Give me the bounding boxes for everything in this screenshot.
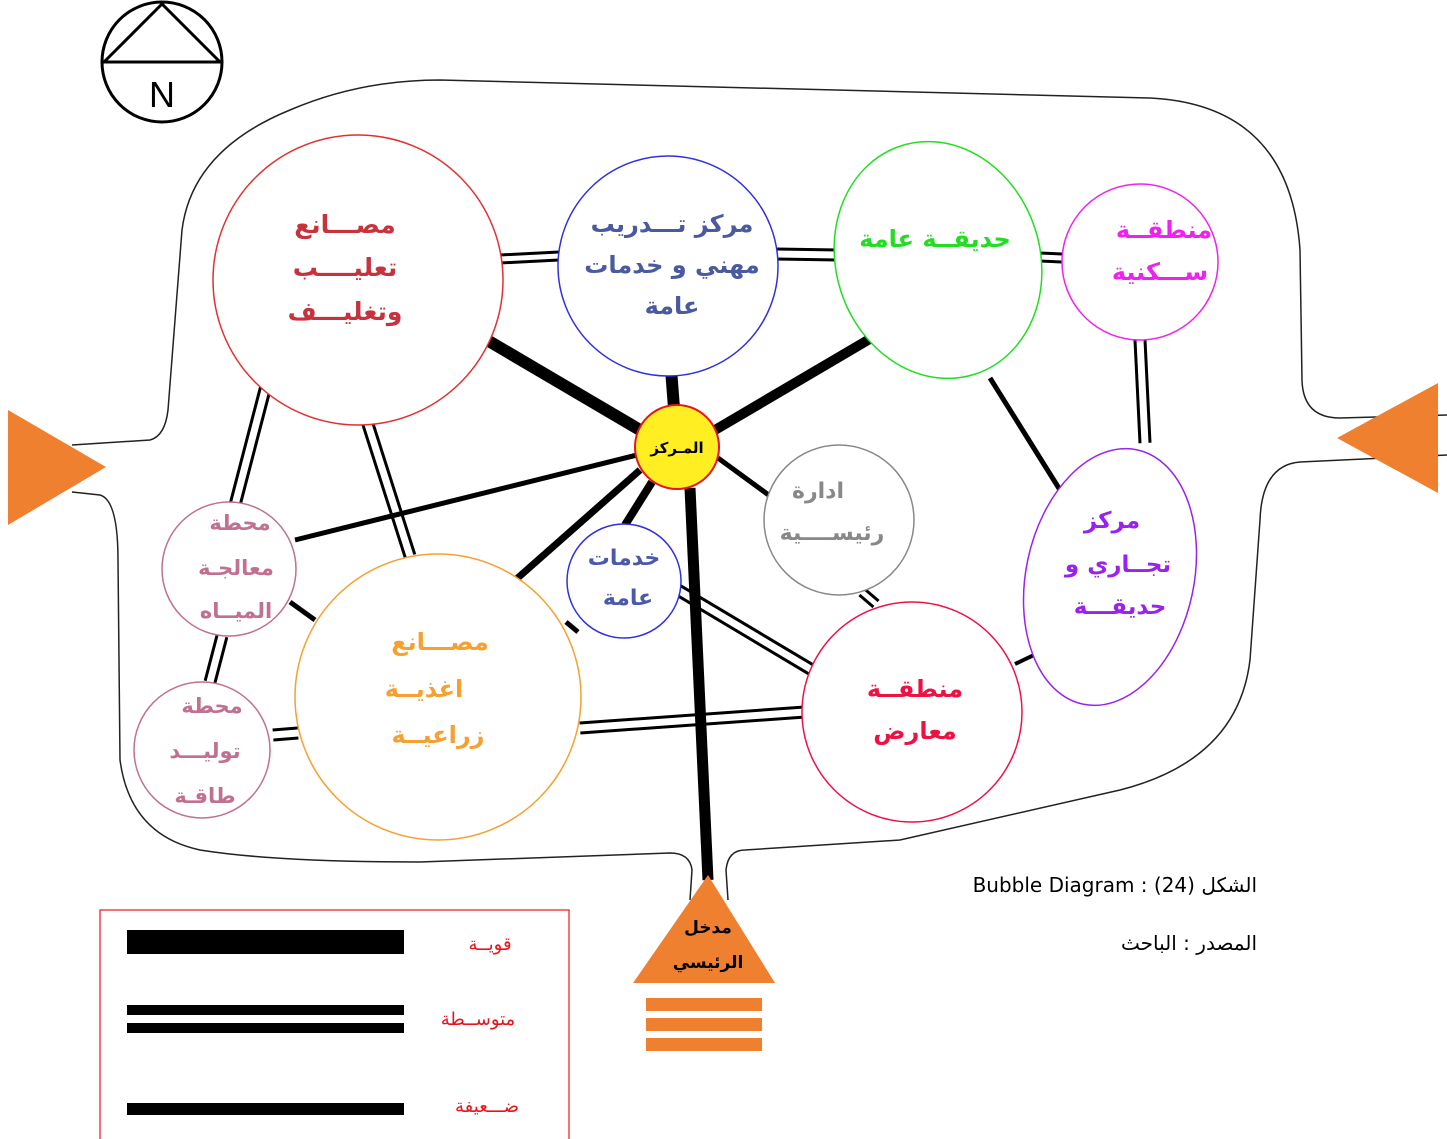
link-packaging-water-plant bbox=[228, 376, 265, 505]
link-food-services bbox=[564, 620, 580, 634]
link-power-food bbox=[272, 726, 298, 732]
node-public-park: حديقــة عامة bbox=[833, 140, 1043, 380]
training-line1: مركز تـــدريب bbox=[591, 210, 754, 238]
link-residential-commercial bbox=[1133, 340, 1142, 444]
power-plant-line3: طاقـة bbox=[174, 784, 235, 808]
link-training-park bbox=[776, 247, 839, 252]
link-packaging-training bbox=[499, 250, 559, 257]
training-line3: عامة bbox=[645, 292, 700, 320]
link-services-exhibitions bbox=[674, 593, 811, 676]
node-administration: ادارة رئيســــية bbox=[763, 444, 915, 596]
packaging-line1: مصـــانع bbox=[294, 210, 396, 240]
legend-strong-label: قويــة bbox=[468, 934, 511, 955]
main-entrance: مدخل الرئيسي bbox=[633, 875, 775, 1051]
public-services-line2: عامة bbox=[603, 586, 653, 611]
public-services-line1: خدمات bbox=[588, 546, 661, 571]
food-factory-line2: اغذيــة bbox=[385, 675, 463, 703]
water-plant-line3: الميــاه bbox=[200, 599, 272, 623]
link-center-food-factory bbox=[509, 467, 643, 586]
food-factory-line1: مصـــانع bbox=[391, 628, 489, 656]
entrance-label-line1: مدخل bbox=[684, 918, 732, 938]
packaging-line3: وتغليـــف bbox=[288, 297, 403, 327]
commercial-line1: مركز bbox=[1083, 508, 1140, 534]
node-power-plant: محطة توليـــد طاقـة bbox=[133, 681, 271, 819]
link-admin-exhibitions bbox=[863, 587, 880, 603]
link-center-public-services bbox=[621, 479, 656, 528]
link-center-packaging bbox=[483, 334, 644, 436]
water-plant-line1: محطة bbox=[209, 511, 270, 535]
node-water-plant: محطة معالجـة الميــاه bbox=[161, 501, 297, 637]
connections bbox=[203, 247, 1152, 881]
exhibitions-line2: معارض bbox=[873, 717, 957, 745]
training-line2: مهني و خدمات bbox=[584, 251, 760, 279]
residential-line2: ســـكنية bbox=[1112, 258, 1208, 286]
legend: قويــة متوســطة ضـــعيفة bbox=[99, 909, 570, 1139]
link-center-water-plant bbox=[294, 452, 638, 543]
link-food-exhibitions bbox=[580, 715, 806, 735]
node-public-services: خدمات عامة bbox=[566, 523, 682, 639]
power-plant-line1: محطة bbox=[181, 694, 242, 718]
link-water-power bbox=[203, 634, 219, 682]
link-water-food bbox=[288, 599, 317, 623]
link-training-park bbox=[775, 257, 838, 262]
link-center-administration bbox=[716, 455, 772, 499]
node-center: المـركز bbox=[634, 404, 720, 490]
link-park-residential bbox=[1039, 259, 1062, 264]
node-commercial: مركز تجــاري و حديقـــة bbox=[1022, 447, 1198, 707]
residential-line1: منطقــة bbox=[1116, 216, 1212, 244]
link-residential-commercial bbox=[1143, 339, 1152, 443]
commercial-line3: حديقـــة bbox=[1074, 594, 1167, 620]
exhibitions-line1: منطقــة bbox=[867, 675, 963, 703]
link-center-entrance bbox=[684, 487, 714, 881]
link-packaging-food-factory bbox=[369, 416, 417, 555]
node-training: مركز تـــدريب مهني و خدمات عامة bbox=[557, 155, 779, 377]
site-boundary bbox=[71, 79, 1447, 901]
node-exhibitions: منطقــة معارض bbox=[801, 601, 1023, 823]
link-exhibitions-commercial bbox=[1014, 653, 1035, 666]
food-factory-line3: زراعيــة bbox=[391, 721, 484, 749]
packaging-line2: تعليــــب bbox=[293, 253, 398, 282]
figure-caption: الشكل (24) : Bubble Diagram bbox=[972, 873, 1257, 897]
north-compass: N bbox=[100, 0, 224, 124]
node-packaging: مصـــانع تعليــــب وتغليـــف bbox=[212, 134, 504, 426]
link-power-food bbox=[273, 736, 299, 742]
link-packaging-food-factory bbox=[359, 419, 407, 558]
node-food-factory: مصـــانع اغذيــة زراعيــة bbox=[294, 553, 582, 841]
power-plant-line2: توليـــد bbox=[169, 739, 240, 763]
link-packaging-training bbox=[500, 258, 560, 265]
entrance-label-line2: الرئيسي bbox=[673, 953, 744, 973]
legend-medium-label: متوســطة bbox=[441, 1009, 515, 1030]
right-entry-arrow bbox=[1337, 383, 1438, 493]
link-park-residential bbox=[1040, 251, 1063, 256]
left-entry-arrow bbox=[8, 410, 106, 525]
center-label: المـركز bbox=[649, 439, 703, 457]
commercial-line2: تجــاري و bbox=[1064, 552, 1171, 578]
link-packaging-water-plant bbox=[238, 378, 275, 507]
water-plant-line2: معالجـة bbox=[198, 556, 274, 580]
link-park-commercial bbox=[987, 376, 1063, 492]
node-residential: منطقــة ســـكنية bbox=[1061, 183, 1219, 341]
link-admin-exhibitions bbox=[858, 593, 875, 609]
compass-label: N bbox=[149, 74, 175, 115]
link-services-exhibitions bbox=[679, 584, 816, 667]
link-food-exhibitions bbox=[579, 705, 805, 725]
link-water-power bbox=[213, 636, 229, 684]
administration-line2: رئيســــية bbox=[780, 521, 885, 546]
public-park-line1: حديقــة عامة bbox=[859, 225, 1011, 253]
link-center-public-park bbox=[712, 325, 888, 435]
legend-weak-label: ضـــعيفة bbox=[455, 1096, 519, 1117]
source-caption: المصدر : الباحث bbox=[1121, 931, 1257, 955]
administration-line1: ادارة bbox=[792, 479, 844, 504]
